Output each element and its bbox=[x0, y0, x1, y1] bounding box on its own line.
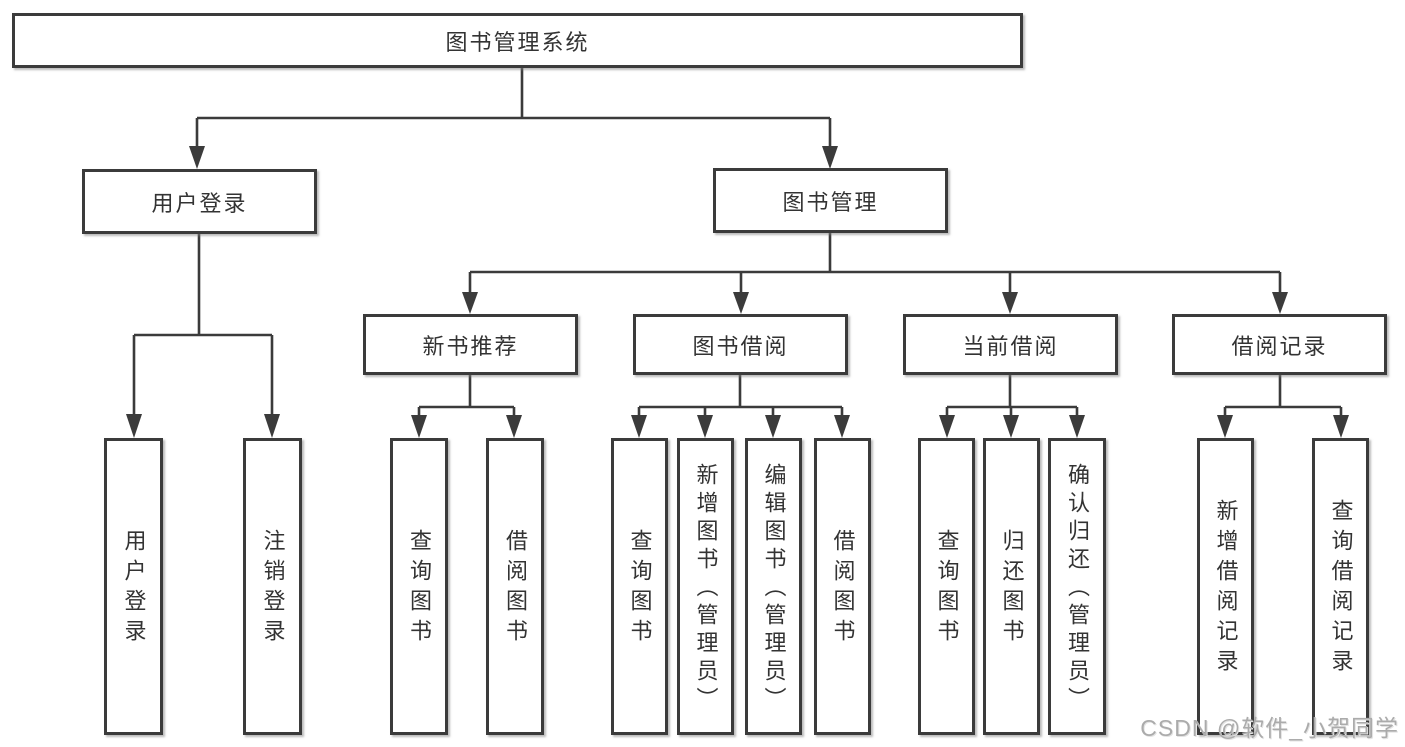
node-label: 图书借阅 bbox=[692, 333, 789, 359]
leaf-edit-books-admin: 编辑图书（管理员） bbox=[745, 438, 802, 735]
node-label: 编辑图书（管理员） bbox=[761, 462, 787, 715]
node-label: 用户登录 bbox=[151, 190, 248, 216]
node-label: 新书推荐 bbox=[422, 333, 519, 359]
leaf-query-books-borrow: 查询图书 bbox=[611, 438, 668, 735]
csdn-watermark: CSDN @软件_小贺同学 bbox=[1140, 715, 1399, 741]
leaf-add-books-admin: 新增图书（管理员） bbox=[677, 438, 734, 735]
connector-book-management-children bbox=[468, 233, 1282, 293]
leaf-query-books-current: 查询图书 bbox=[918, 438, 975, 735]
leaf-confirm-return-admin: 确认归还（管理员） bbox=[1048, 438, 1106, 735]
connector-new-books-children bbox=[417, 375, 516, 416]
connector-current-borrow-children bbox=[945, 375, 1079, 416]
leaf-return-books: 归还图书 bbox=[983, 438, 1040, 735]
node-label: 确认归还（管理员） bbox=[1065, 462, 1090, 715]
leaf-query-books-recommend: 查询图书 bbox=[390, 438, 448, 735]
node-library-management-system: 图书管理系统 bbox=[12, 13, 1023, 68]
node-book-borrow: 图书借阅 bbox=[633, 314, 848, 375]
node-label: 借阅图书 bbox=[503, 528, 528, 649]
node-label: 注销登录 bbox=[260, 528, 286, 649]
node-label: 当前借阅 bbox=[962, 333, 1059, 359]
node-label: 查询图书 bbox=[407, 528, 432, 649]
node-borrow-records: 借阅记录 bbox=[1172, 314, 1387, 375]
node-label: 图书管理系统 bbox=[445, 29, 590, 55]
node-book-management: 图书管理 bbox=[713, 168, 948, 233]
node-label: 查询借阅记录 bbox=[1328, 498, 1354, 679]
leaf-borrow-books-recommend: 借阅图书 bbox=[486, 438, 544, 735]
node-user-login: 用户登录 bbox=[82, 169, 317, 234]
node-label: 查询图书 bbox=[627, 528, 653, 649]
connector-book-borrow-children bbox=[637, 375, 844, 416]
node-label: 用户登录 bbox=[121, 528, 147, 649]
leaf-logout: 注销登录 bbox=[243, 438, 302, 735]
node-label: 新增图书（管理员） bbox=[693, 462, 719, 715]
node-new-book-recommend: 新书推荐 bbox=[363, 314, 578, 375]
connector-borrow-records-children bbox=[1223, 375, 1343, 416]
connector-root-to-level2 bbox=[195, 68, 832, 148]
connector-user-login-children bbox=[132, 233, 274, 416]
node-current-borrow: 当前借阅 bbox=[903, 314, 1118, 375]
node-label: 查询图书 bbox=[934, 528, 960, 649]
leaf-user-login: 用户登录 bbox=[104, 438, 163, 735]
node-label: 新增借阅记录 bbox=[1213, 498, 1239, 679]
leaf-query-borrow-record: 查询借阅记录 bbox=[1312, 438, 1369, 735]
leaf-borrow-books: 借阅图书 bbox=[814, 438, 871, 735]
leaf-add-borrow-record: 新增借阅记录 bbox=[1197, 438, 1254, 735]
node-label: 归还图书 bbox=[999, 528, 1025, 649]
node-label: 借阅记录 bbox=[1231, 333, 1328, 359]
node-label: 借阅图书 bbox=[830, 528, 856, 649]
node-label: 图书管理 bbox=[782, 189, 879, 215]
